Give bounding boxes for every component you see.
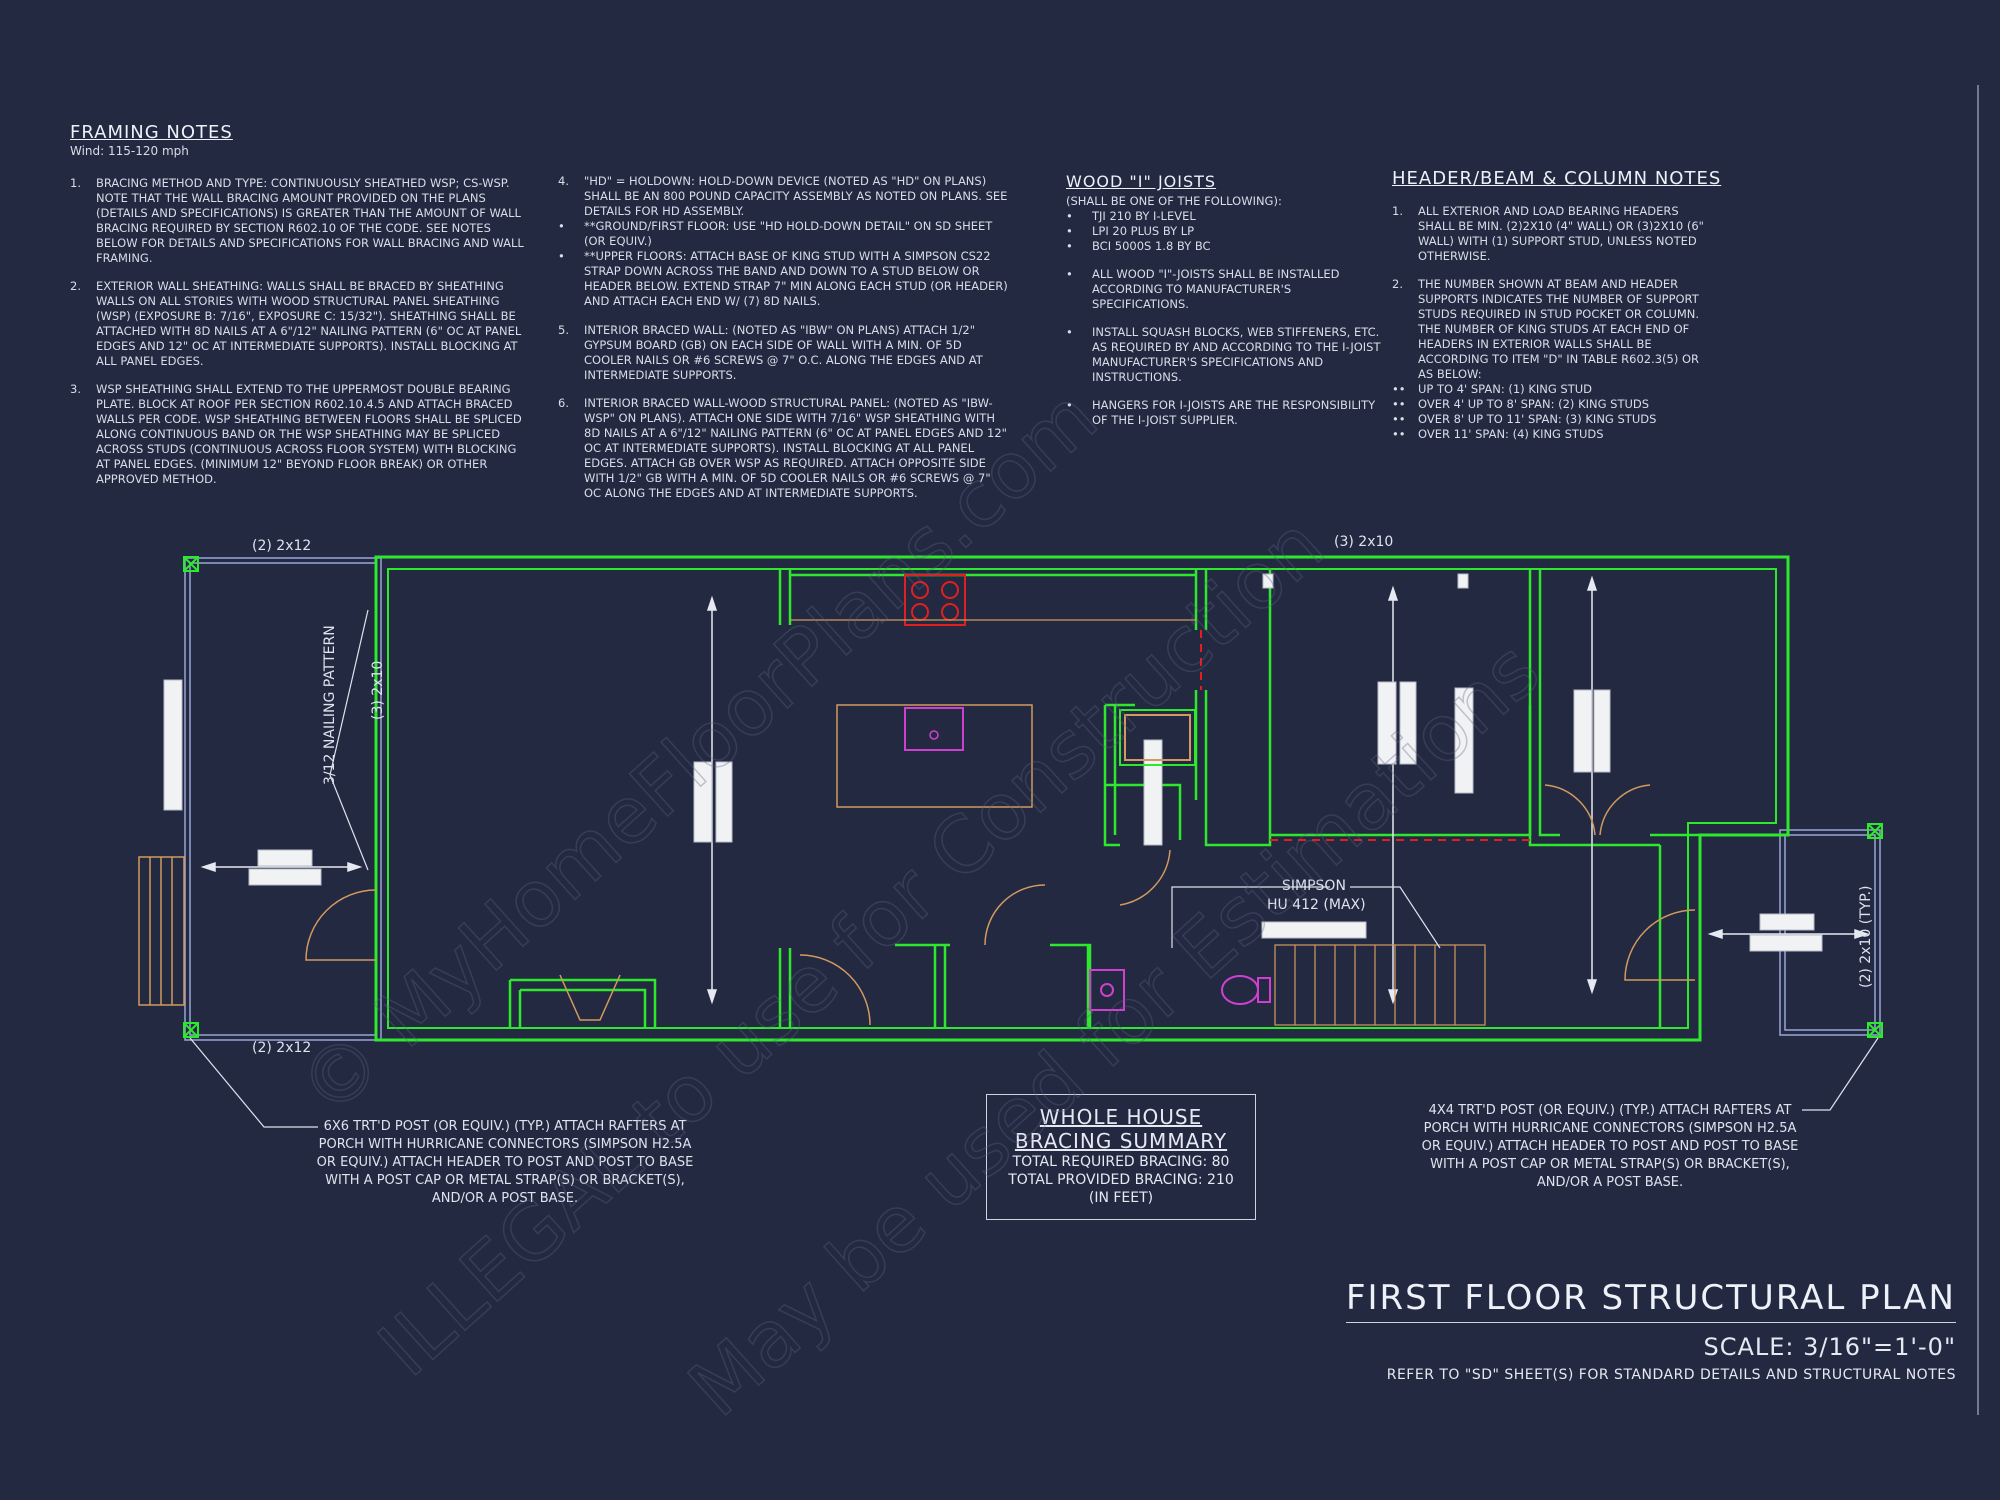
king-stud-rule: ••OVER 8' UP TO 11' SPAN: (3) KING STUDS bbox=[1392, 412, 1657, 426]
summary-title: WHOLE HOUSE bbox=[1039, 1105, 1203, 1129]
sheet-title: FIRST FLOOR STRUCTURAL PLAN bbox=[1345, 1278, 1956, 1323]
joist-option: •BCI 5000s 1.8 BY BC bbox=[1066, 239, 1211, 253]
summary-required: TOTAL REQUIRED BRACING: 80 bbox=[1012, 1154, 1230, 1170]
beam-marker bbox=[163, 573, 1823, 952]
range-icon bbox=[904, 574, 966, 626]
framing-note-2: 2.EXTERIOR WALL SHEATHING: WALLS SHALL B… bbox=[70, 279, 522, 368]
nailing-pattern-label: 3/12 NAILING PATTERN bbox=[322, 625, 338, 785]
framing-notes-col1: 1.BRACING METHOD AND TYPE: CONTINUOUSLY … bbox=[70, 176, 525, 500]
framing-notes-title: FRAMING NOTES bbox=[70, 122, 233, 143]
summary-title: BRACING SUMMARY bbox=[1014, 1129, 1228, 1153]
scale-label: SCALE: 3/16"=1'-0" bbox=[1703, 1333, 1956, 1361]
framing-note-4: 4."HD" = HOLDOWN: HOLD-DOWN DEVICE (NOTE… bbox=[558, 174, 1008, 218]
beam-label-vertical: (3) 2x10 bbox=[370, 660, 386, 720]
kitchen-island bbox=[836, 704, 1033, 808]
title-block: FIRST FLOOR STRUCTURAL PLAN SCALE: 3/16"… bbox=[1345, 1278, 1956, 1383]
framing-note-4-upper: •**UPPER FLOORS: ATTACH BASE OF KING STU… bbox=[558, 249, 1008, 308]
joist-note: •INSTALL SQUASH BLOCKS, WEB STIFFENERS, … bbox=[1066, 325, 1381, 384]
summary-units: (IN FEET) bbox=[1088, 1190, 1154, 1206]
beam-label: (2) 2x12 bbox=[252, 538, 312, 554]
beam-label: (3) 2x10 bbox=[1334, 534, 1394, 550]
stair bbox=[1274, 944, 1486, 1026]
joist-option: •LPI 20 PLUS BY LP bbox=[1066, 224, 1195, 238]
door-swing bbox=[305, 784, 1696, 1026]
framing-notes-col2: 4."HD" = HOLDOWN: HOLD-DOWN DEVICE (NOTE… bbox=[558, 174, 1010, 514]
simpson-label: HU 412 (MAX) bbox=[1267, 897, 1366, 913]
porch-post bbox=[183, 556, 1883, 1038]
joist-option: •TJI 210 BY I-LEVEL bbox=[1066, 209, 1196, 223]
joist-note: •HANGERS FOR I-JOISTS ARE THE RESPONSIBI… bbox=[1066, 398, 1376, 427]
king-stud-rule: ••UP TO 4' SPAN: (1) KING STUD bbox=[1392, 382, 1593, 396]
refer-note: REFER TO "SD" SHEET(S) FOR STANDARD DETA… bbox=[1386, 1367, 1956, 1383]
framing-note-6: 6.INTERIOR BRACED WALL-WOOD STRUCTURAL P… bbox=[558, 396, 1007, 500]
header-notes: 1.ALL EXTERIOR AND LOAD BEARING HEADERS … bbox=[1392, 204, 1712, 442]
header-line bbox=[1200, 630, 1530, 841]
simpson-label: SIMPSON bbox=[1282, 878, 1346, 894]
porch-post-callout-right: 4x4 TRT'D POST (OR EQUIV.) (TYP.) ATTACH… bbox=[1421, 1103, 1799, 1190]
span-arrows bbox=[200, 575, 1870, 1005]
porch-post-callout-left: 6x6 TRT'D POST (OR EQUIV.) (TYP.) ATTACH… bbox=[316, 1119, 694, 1206]
wind-speed-note: Wind: 115-120 mph bbox=[70, 144, 189, 158]
framing-note-5: 5.INTERIOR BRACED WALL: (NOTED AS "IBW" … bbox=[558, 323, 983, 382]
beam-label: (2) 2x12 bbox=[252, 1040, 312, 1056]
joists-subtitle: (SHALL BE ONE OF THE FOLLOWING): bbox=[1066, 194, 1282, 208]
framing-note-4-ground: •**GROUND/FIRST FLOOR: USE "HD HOLD-DOWN… bbox=[558, 219, 993, 248]
summary-provided: TOTAL PROVIDED BRACING: 210 bbox=[1008, 1172, 1234, 1188]
vanity-sink-icon bbox=[1089, 969, 1125, 1011]
framing-note-1: 1.BRACING METHOD AND TYPE: CONTINUOUSLY … bbox=[70, 176, 524, 265]
porch-steps bbox=[138, 856, 185, 1006]
bath-fixtures bbox=[1089, 709, 1271, 1011]
framing-note-3: 3.WSP SHEATHING SHALL EXTEND TO THE UPPE… bbox=[70, 382, 522, 486]
bracing-summary: WHOLE HOUSE BRACING SUMMARY TOTAL REQUIR… bbox=[986, 1094, 1256, 1220]
interior-walls bbox=[508, 569, 1700, 1028]
sink-icon bbox=[904, 707, 964, 751]
header-note-1: 1.ALL EXTERIOR AND LOAD BEARING HEADERS … bbox=[1392, 204, 1704, 263]
beam-label-vertical: (2) 2x10 (TYP.) bbox=[1858, 885, 1874, 988]
king-stud-rule: ••OVER 11' SPAN: (4) KING STUDS bbox=[1392, 427, 1604, 441]
joist-note: •ALL WOOD "I"-JOISTS SHALL BE INSTALLED … bbox=[1066, 267, 1340, 311]
king-stud-rule: ••OVER 4' UP TO 8' SPAN: (2) KING STUDS bbox=[1392, 397, 1650, 411]
header-note-2: 2.THE NUMBER SHOWN AT BEAM AND HEADER SU… bbox=[1392, 277, 1700, 381]
toilet-icon bbox=[1221, 975, 1259, 1005]
joists-notes: (SHALL BE ONE OF THE FOLLOWING): •TJI 21… bbox=[1066, 194, 1386, 441]
joists-title: WOOD "I" JOISTS bbox=[1066, 172, 1217, 191]
leader-line bbox=[189, 609, 1879, 1128]
header-notes-title: HEADER/BEAM & COLUMN NOTES bbox=[1392, 168, 1722, 189]
